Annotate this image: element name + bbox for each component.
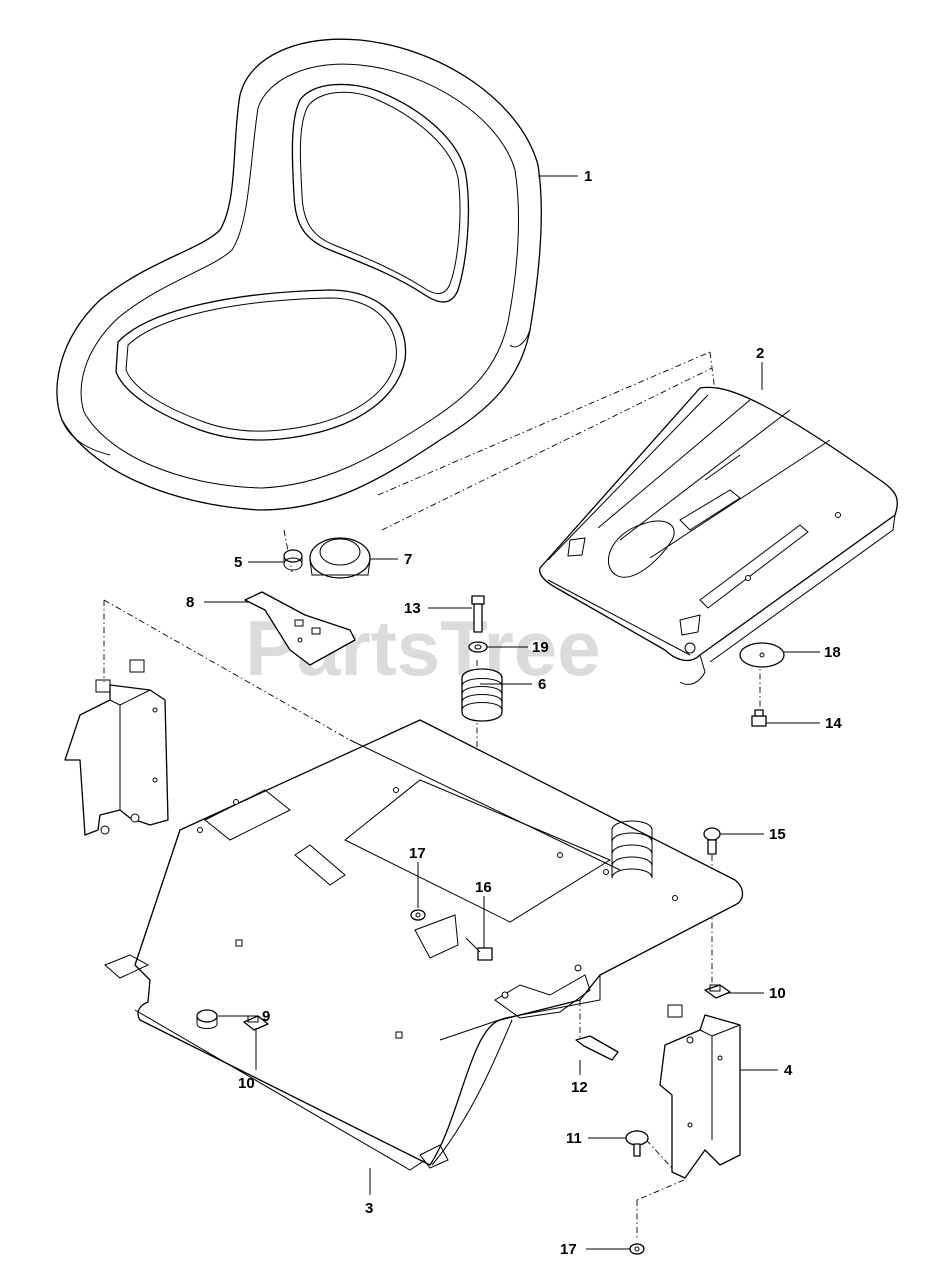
right-support-bracket-part[interactable] bbox=[659, 1004, 741, 1179]
clip-nut-part-upper[interactable] bbox=[704, 984, 731, 999]
pad-part[interactable] bbox=[739, 642, 785, 668]
callout-13: 13 bbox=[404, 600, 421, 617]
spring-part[interactable] bbox=[461, 668, 503, 722]
callout-1: 1 bbox=[584, 168, 592, 185]
shoulder-bolt-part[interactable] bbox=[751, 709, 767, 727]
washer-part[interactable] bbox=[468, 641, 488, 653]
callout-3: 3 bbox=[365, 1200, 373, 1217]
callout-19: 19 bbox=[532, 639, 549, 656]
bolt-part[interactable] bbox=[471, 595, 485, 633]
seat-base-part[interactable] bbox=[104, 719, 744, 1171]
callout-17-lower: 17 bbox=[560, 1241, 577, 1258]
callout-12: 12 bbox=[571, 1079, 588, 1096]
callout-15: 15 bbox=[769, 826, 786, 843]
callout-7: 7 bbox=[404, 551, 412, 568]
callout-18: 18 bbox=[824, 644, 841, 661]
rivet-part[interactable] bbox=[625, 1130, 649, 1157]
nut-part-upper[interactable] bbox=[410, 909, 426, 921]
callout-17-upper: 17 bbox=[409, 845, 426, 862]
callout-14: 14 bbox=[825, 715, 842, 732]
callout-16: 16 bbox=[475, 879, 492, 896]
hex-bolt-part[interactable] bbox=[465, 937, 493, 961]
bumper-part[interactable] bbox=[196, 1009, 218, 1029]
flange-bolt-part[interactable] bbox=[703, 827, 721, 855]
seat-switch-part[interactable] bbox=[309, 537, 371, 579]
callout-5: 5 bbox=[234, 554, 242, 571]
callout-6: 6 bbox=[538, 676, 546, 693]
callout-9: 9 bbox=[262, 1008, 270, 1025]
callout-labels: 1 2 3 4 5 6 7 8 9 10 10 11 12 13 14 15 1… bbox=[186, 168, 842, 1258]
nut-part-lower[interactable] bbox=[629, 1243, 645, 1255]
callout-10-lower: 10 bbox=[238, 1075, 255, 1092]
spring-on-base bbox=[611, 820, 653, 879]
callout-8: 8 bbox=[186, 594, 194, 611]
callout-10-upper: 10 bbox=[769, 985, 786, 1002]
seat-part[interactable] bbox=[56, 38, 542, 511]
callout-4: 4 bbox=[784, 1062, 793, 1079]
carriage-bolt-part[interactable] bbox=[575, 1035, 619, 1061]
leader-lines bbox=[204, 175, 820, 1250]
bushing-part[interactable] bbox=[283, 549, 303, 571]
left-support-bracket-part[interactable] bbox=[64, 659, 169, 836]
callout-11: 11 bbox=[566, 1130, 582, 1147]
switch-plate-part[interactable] bbox=[244, 591, 356, 666]
seat-pan-part[interactable] bbox=[539, 386, 898, 685]
callout-2: 2 bbox=[756, 345, 764, 362]
